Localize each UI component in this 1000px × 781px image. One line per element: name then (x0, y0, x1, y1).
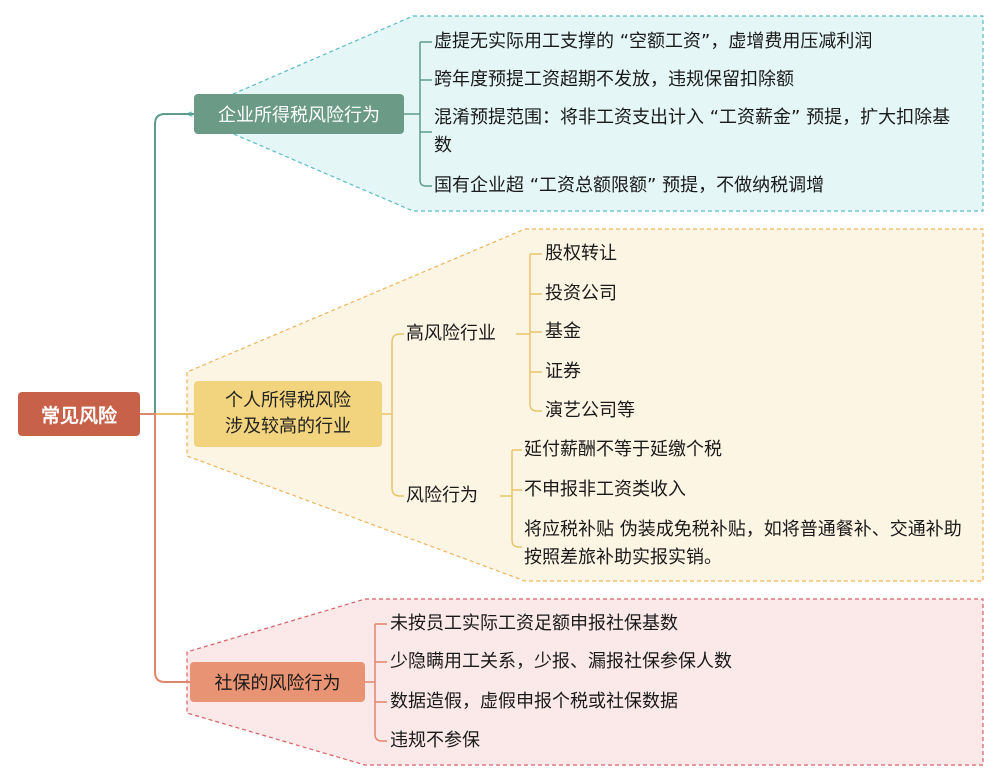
corporate-item-1: 虚提无实际用工支撑的 “空额工资”，虚增费用压减利润 (434, 31, 873, 52)
corporate-item-2: 跨年度预提工资超期不发放，违规保留扣除额 (434, 69, 794, 90)
connector-root-corporate (140, 113, 194, 415)
behavior-item-1: 延付薪酬不等于延缴个税 (524, 439, 722, 460)
social-connectors (365, 623, 387, 742)
branch-social-security[interactable]: 社保的风险行为 (190, 662, 365, 702)
personal-tax-region (186, 228, 984, 582)
behavior-item-2: 不申报非工资类收入 (524, 479, 686, 500)
industry-item-5: 演艺公司等 (545, 400, 635, 421)
connector-root-social (140, 413, 190, 683)
social-item-4: 违规不参保 (390, 730, 480, 751)
branch-corporate-tax[interactable]: 企业所得税风险行为 (194, 94, 404, 134)
root-node[interactable]: 常见风险 (18, 392, 140, 436)
corporate-item-4: 国有企业超 “工资总额限额” 预提，不做纳税调增 (434, 175, 825, 196)
personal-tax-label-line2: 涉及较高的行业 (225, 416, 351, 437)
personal-tax-label-line1: 个人所得税风险 (225, 390, 351, 411)
industry-item-2: 投资公司 (545, 283, 617, 304)
personal-connectors (382, 253, 542, 548)
corporate-tax-region (185, 15, 984, 212)
subbranch-high-risk-industries[interactable]: 高风险行业 (406, 323, 496, 344)
industry-item-4: 证券 (545, 361, 581, 382)
industry-item-1: 股权转让 (545, 243, 617, 264)
social-item-3: 数据造假，虚假申报个税或社保数据 (390, 691, 678, 712)
corporate-leaf-connectors (404, 41, 432, 187)
social-item-1: 未按员工实际工资足额申报社保基数 (390, 613, 678, 634)
social-item-2: 少隐瞒用工关系，少报、漏报社保参保人数 (390, 651, 732, 672)
behavior-item-3: 将应税补贴 伪装成免税补贴，如将普通餐补、交通补助按照差旅补助实报实销。 (524, 519, 962, 568)
subbranch-risk-behaviors[interactable]: 风险行为 (406, 485, 478, 506)
industry-item-3: 基金 (545, 321, 581, 342)
social-security-region (186, 598, 984, 766)
branch-personal-tax[interactable]: 个人所得税风险 涉及较高的行业 (194, 381, 382, 447)
corporate-item-3: 混淆预提范围：将非工资支出计入 “工资薪金” 预提，扩大扣除基数 (434, 107, 951, 156)
